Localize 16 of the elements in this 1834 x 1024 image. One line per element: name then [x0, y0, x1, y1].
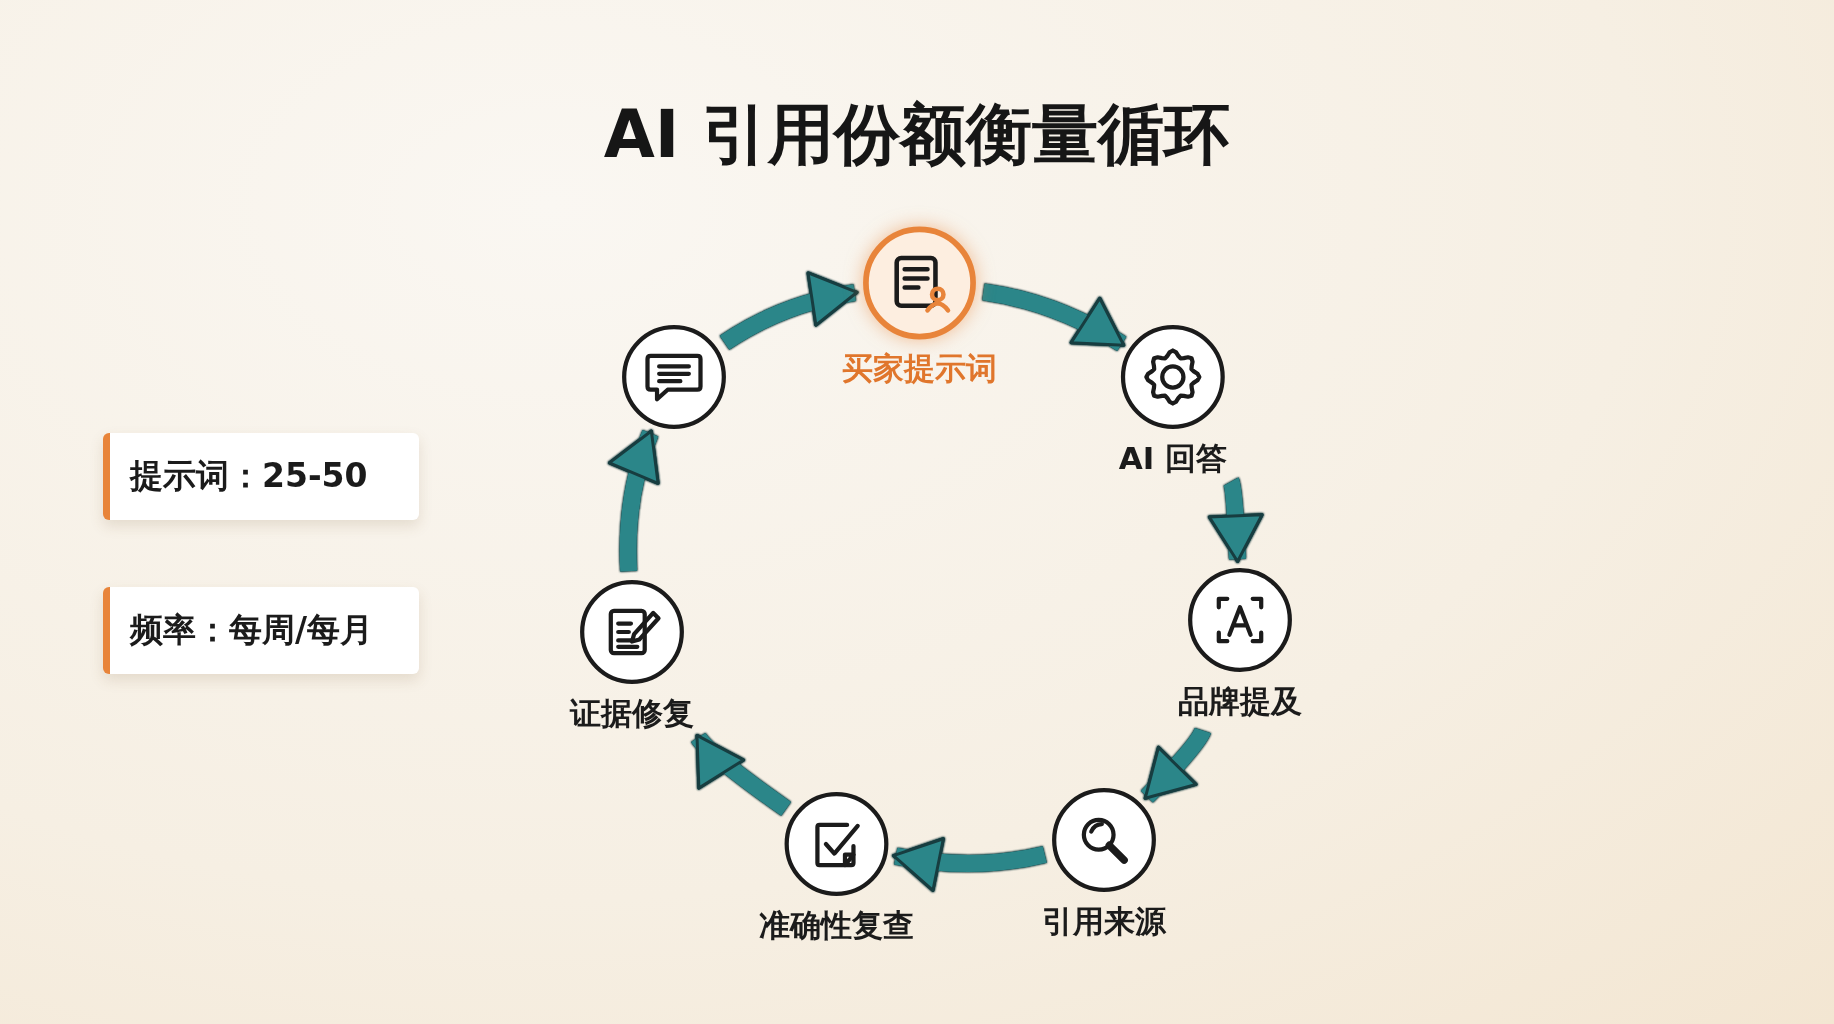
info-card: 提示词：25-50 [103, 433, 419, 520]
cycle-arrow [1140, 727, 1211, 803]
cycle-arrow [1207, 479, 1264, 563]
info-card: 频率：每周/每月 [103, 587, 419, 674]
cycle-arrow [691, 732, 792, 816]
step-label: 准确性复查 [758, 906, 914, 945]
step-label: 证据修复 [570, 694, 694, 733]
cycle-arrow [891, 836, 1047, 892]
step-label: AI 回答 [1118, 439, 1228, 478]
step-label: 买家提示词 [841, 349, 997, 388]
step-label: 引用来源 [1042, 902, 1166, 941]
step-label: 品牌提及 [1178, 682, 1302, 721]
cycle-arrow [608, 429, 661, 572]
cycle-arrow [719, 272, 859, 350]
cycle-arrow [982, 283, 1127, 352]
title: AI 引用份额衡量循环 [602, 95, 1232, 175]
